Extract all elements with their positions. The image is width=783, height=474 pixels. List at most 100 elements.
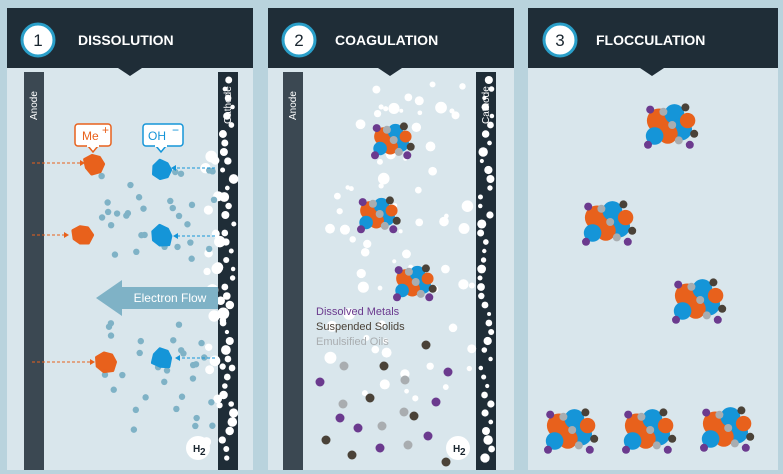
- panel-3-header: 3 FLOCCULATION: [528, 8, 778, 76]
- hydrogen-bubble: [325, 223, 335, 234]
- hydroxide-dot: [113, 210, 121, 217]
- floc-cluster: [371, 122, 415, 160]
- hydrogen-bubble: [477, 194, 483, 200]
- hydrogen-bubble: [480, 257, 487, 263]
- hydrogen-bubble: [486, 211, 494, 219]
- floc-particle: [624, 410, 633, 419]
- hydrogen-bubble: [363, 334, 370, 341]
- hydrogen-bubble: [225, 426, 234, 436]
- hydrogen-bubble: [484, 165, 493, 175]
- step-1-badge: [20, 22, 56, 58]
- hydrogen-bubble: [428, 166, 437, 176]
- floc-particle: [411, 278, 420, 286]
- floc-particle: [559, 412, 568, 421]
- floc-part: [617, 209, 634, 226]
- hydrogen-bubble: [467, 344, 477, 354]
- floc-particle: [380, 221, 389, 230]
- hydrogen-bubble: [225, 300, 235, 310]
- h2-badge-2: H 2: [446, 436, 470, 460]
- floc-particle: [544, 445, 552, 454]
- floc-cluster: [672, 278, 727, 324]
- hydrogen-bubble: [204, 343, 213, 351]
- hydrogen-bubble: [218, 130, 227, 138]
- hydrogen-bubble: [486, 175, 495, 183]
- floc-part: [707, 287, 724, 304]
- particle-emulsified_oils: [338, 399, 348, 409]
- hydroxide-dot: [110, 386, 117, 393]
- floc-particle: [668, 434, 677, 443]
- floc-particle: [674, 136, 683, 145]
- hydrogen-bubble: [211, 229, 220, 238]
- floc-particle: [702, 408, 711, 417]
- hydrogen-bubble: [348, 186, 354, 192]
- floc-part: [673, 302, 692, 320]
- hydrogen-bubble: [343, 308, 355, 320]
- floc-part: [579, 417, 596, 434]
- legend-emulsified-oils: Emulsified Oils: [316, 336, 389, 348]
- particle-suspended_solids: [347, 450, 357, 460]
- hydroxide-dot: [130, 426, 138, 433]
- hydrogen-bubble: [231, 221, 237, 227]
- floc-part: [421, 272, 434, 285]
- hydrogen-bubble: [458, 279, 469, 290]
- hydrogen-bubble: [404, 93, 413, 102]
- hydrogen-bubble: [483, 336, 492, 346]
- metal-ion-symbol: Me: [82, 129, 99, 143]
- hydrogen-bubble: [483, 239, 489, 245]
- hydrogen-bubble: [214, 235, 226, 248]
- hydrogen-bubble: [487, 311, 492, 317]
- hydrogen-bubble: [441, 264, 450, 274]
- hydrogen-bubble: [485, 319, 493, 327]
- hydroxide-dot: [192, 422, 199, 430]
- hydrogen-bubble: [224, 455, 230, 461]
- floc-particle: [393, 293, 401, 302]
- floc-particle: [394, 266, 403, 275]
- hydrogen-bubble: [205, 365, 215, 375]
- particle-emulsified_oils: [399, 407, 409, 417]
- hydrogen-bubble: [484, 75, 493, 85]
- floc-particle: [646, 105, 655, 114]
- hydrogen-bubble: [208, 310, 220, 322]
- hydrogen-bubble: [488, 419, 494, 425]
- hydrogen-bubble: [378, 183, 384, 189]
- hydroxide-dot: [205, 245, 213, 253]
- hydroxide-dot: [188, 255, 195, 262]
- hydroxide-dot: [170, 337, 177, 344]
- hydrogen-bubble: [489, 113, 495, 119]
- hydrogen-bubble: [479, 158, 484, 164]
- particle-suspended_solids: [441, 457, 451, 467]
- hydrogen-bubble: [223, 446, 230, 452]
- floc-particle: [574, 441, 583, 450]
- floc-particle: [730, 439, 739, 448]
- hydrogen-bubble: [349, 236, 356, 243]
- floc-particle: [385, 196, 394, 205]
- floc-part: [645, 127, 664, 145]
- hydrogen-bubble: [371, 345, 380, 354]
- svg-text:H: H: [193, 444, 200, 455]
- hydrogen-bubble: [379, 379, 390, 390]
- hydroxide-dot: [174, 243, 181, 251]
- step-2-number: 2: [294, 31, 303, 50]
- floc-particle: [392, 216, 401, 225]
- floc-particle: [619, 200, 628, 209]
- svg-text:2: 2: [460, 447, 466, 458]
- floc-particle: [357, 225, 365, 234]
- floc-particle: [568, 426, 577, 434]
- hydrogen-bubble: [224, 329, 230, 335]
- hydrogen-bubble: [451, 111, 460, 120]
- hydrogen-bubble: [220, 167, 226, 173]
- floc-particle: [581, 408, 590, 417]
- hydrogen-bubble: [488, 328, 495, 336]
- hydrogen-bubble: [482, 427, 490, 435]
- legend-dissolved-metals: Dissolved Metals: [316, 306, 400, 318]
- hydrogen-bubble: [334, 192, 341, 200]
- floc-particle: [585, 445, 594, 454]
- floc-particle: [637, 412, 646, 421]
- anode-plate-1: [24, 72, 44, 470]
- hydroxide-ion-charge: −: [172, 123, 179, 137]
- hydrogen-bubble: [219, 147, 228, 157]
- hydrogen-bubble: [481, 409, 489, 417]
- particle-dissolved_metals: [353, 423, 363, 433]
- hydroxide-dot: [101, 371, 109, 378]
